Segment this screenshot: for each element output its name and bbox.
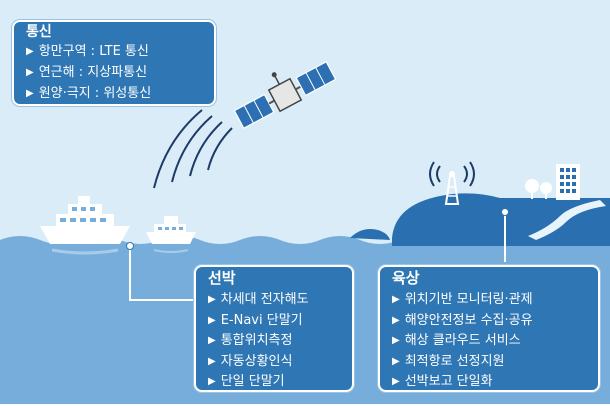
list-item: ▶자동상황인식 [208, 352, 342, 373]
shore-connector-dot [501, 208, 509, 216]
list-item: ▶위치기반 모니터링·관제 [392, 290, 588, 311]
triangle-right-icon: ▶ [392, 376, 400, 387]
vessel-title: 선박 [208, 269, 236, 287]
list-item: ▶차세대 전자해도 [208, 290, 342, 311]
list-item: ▶통합위치측정 [208, 331, 342, 352]
triangle-right-icon: ▶ [208, 335, 216, 346]
triangle-right-icon: ▶ [392, 294, 400, 305]
communication-title: 통신 [26, 24, 52, 40]
list-item: ▶해상 클라우드 서비스 [392, 331, 588, 352]
shore-list: ▶위치기반 모니터링·관제 ▶해양안전정보 수집·공유 ▶해상 클라우드 서비스… [392, 290, 588, 393]
list-item: ▶항만구역 : LTE 통신 [26, 41, 204, 62]
list-item: ▶E-Navi 단말기 [208, 311, 342, 332]
city-buildings-icon [556, 164, 580, 200]
shore-title: 육상 [392, 269, 420, 287]
triangle-right-icon: ▶ [208, 294, 216, 305]
list-item: ▶최적항로 선정지원 [392, 352, 588, 373]
large-ship-icon [40, 196, 130, 255]
triangle-right-icon: ▶ [392, 314, 400, 326]
triangle-right-icon: ▶ [26, 67, 34, 78]
satellite-signal-icon [153, 109, 233, 189]
communication-list: ▶항만구역 : LTE 통신 ▶연근해 : 지상파통신 ▶원양·극지 : 위성통… [26, 41, 204, 104]
communication-panel: 통신 ▶항만구역 : LTE 통신 ▶연근해 : 지상파통신 ▶원양·극지 : … [12, 20, 216, 106]
list-item: ▶해양안전정보 수집·공유 [392, 311, 588, 332]
triangle-right-icon: ▶ [26, 46, 34, 57]
river [528, 200, 606, 240]
triangle-right-icon: ▶ [392, 335, 400, 346]
vessel-list: ▶차세대 전자해도 ▶E-Navi 단말기 ▶통합위치측정 ▶자동상황인식 ▶단… [208, 290, 342, 393]
satellite-icon [233, 60, 337, 130]
vessel-connector-dot [126, 242, 134, 250]
triangle-right-icon: ▶ [208, 355, 216, 367]
list-item: ▶원양·극지 : 위성통신 [26, 83, 204, 104]
vessel-connector [129, 246, 194, 301]
shore-land [392, 193, 610, 246]
small-ship-icon [146, 216, 196, 253]
triangle-right-icon: ▶ [392, 355, 400, 367]
tree-icon [525, 179, 552, 199]
triangle-right-icon: ▶ [26, 88, 34, 99]
small-island [350, 229, 390, 240]
vessel-panel: 선박 ▶차세대 전자해도 ▶E-Navi 단말기 ▶통합위치측정 ▶자동상황인식… [194, 265, 354, 392]
triangle-right-icon: ▶ [208, 376, 216, 387]
shore-panel: 육상 ▶위치기반 모니터링·관제 ▶해양안전정보 수집·공유 ▶해상 클라우드 … [378, 265, 600, 392]
radio-tower-icon [429, 161, 475, 205]
list-item: ▶선박보고 단일화 [392, 372, 588, 393]
triangle-right-icon: ▶ [208, 314, 216, 326]
list-item: ▶단일 단말기 [208, 372, 342, 393]
list-item: ▶연근해 : 지상파통신 [26, 62, 204, 83]
